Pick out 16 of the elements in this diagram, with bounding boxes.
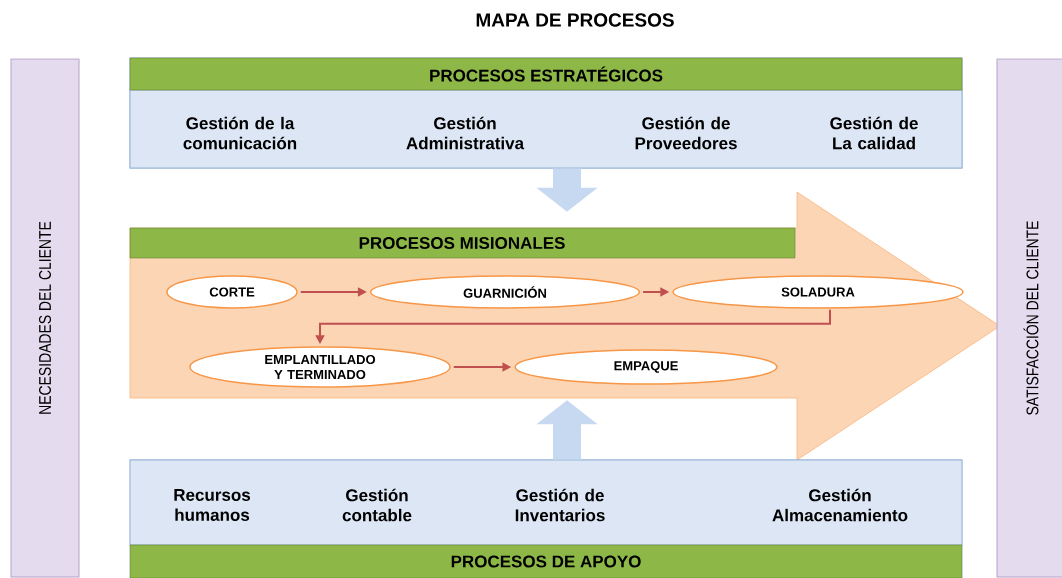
process-label: Gestión de Inventarios <box>515 488 605 522</box>
process-label: Gestión de La calidad <box>830 116 918 150</box>
side-band: SATISFACCIÓN DEL CLIENTE <box>996 58 1062 578</box>
process-oval: SOLADURA <box>672 275 964 309</box>
process-oval: EMPAQUE <box>514 349 778 385</box>
process-oval: GUARNICIÓN <box>369 275 641 309</box>
title: MAPA DE PROCESOS <box>476 13 674 27</box>
process-label: Recursos humanos <box>174 489 251 521</box>
process-oval: CORTE <box>166 275 298 309</box>
process-label: Gestión Administrativa <box>406 116 525 150</box>
process-label: Gestión contable <box>342 488 412 522</box>
process-label: Gestión de Proveedores <box>635 116 737 150</box>
process-oval: EMPLANTILLADO Y TERMINADO <box>189 346 451 388</box>
process-label: Gestión Almacenamiento <box>772 488 908 522</box>
side-band: NECESIDADES DEL CLIENTE <box>10 58 80 578</box>
process-label: Gestión de la comunicación <box>183 116 297 150</box>
